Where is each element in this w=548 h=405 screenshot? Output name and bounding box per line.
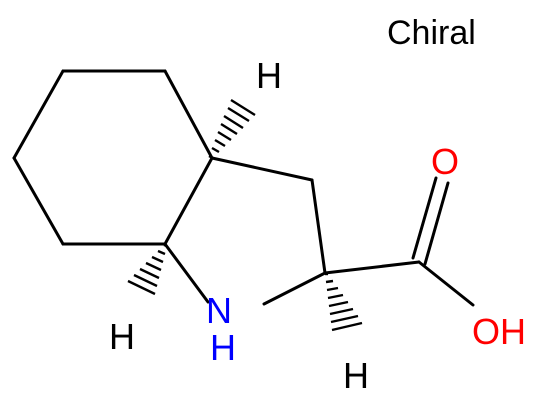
hydrogen-label-c7a: H	[109, 316, 135, 357]
hydroxyl-label: OH	[472, 311, 526, 352]
bond-c-oh	[417, 260, 475, 307]
bond-c2-n1	[262, 271, 327, 306]
bond-n1-c7a	[163, 242, 210, 304]
bond-c3a-c3	[210, 156, 314, 182]
pyrrolidine-ring	[163, 156, 327, 306]
hashed-wedge-c3a-h	[208, 98, 256, 160]
bond-c6-c5	[12, 69, 65, 160]
nitrogen-label: N	[206, 290, 232, 331]
carbonyl-oxygen-label: O	[431, 141, 459, 182]
bond-c4-c3a	[163, 69, 214, 160]
bond-c3-c2	[310, 178, 327, 275]
bond-c2-c-carboxyl	[323, 260, 421, 275]
hydrogen-label-c3a: H	[256, 55, 282, 96]
cyclohexane-ring	[12, 69, 214, 246]
bond-c7-c6	[12, 156, 65, 246]
nitrogen-hydrogen-label: H	[210, 327, 236, 368]
bond-c-o-double-1	[411, 176, 438, 260]
bond-c3a-c7a	[163, 156, 214, 246]
chiral-label: Chiral	[387, 14, 476, 52]
hydrogen-label-c2: H	[343, 355, 369, 396]
hashed-wedge-c7a-h	[127, 243, 168, 296]
hashed-wedge-c2-h	[325, 272, 363, 332]
bond-c-o-double-2	[423, 181, 450, 266]
carboxyl-group	[323, 176, 475, 307]
